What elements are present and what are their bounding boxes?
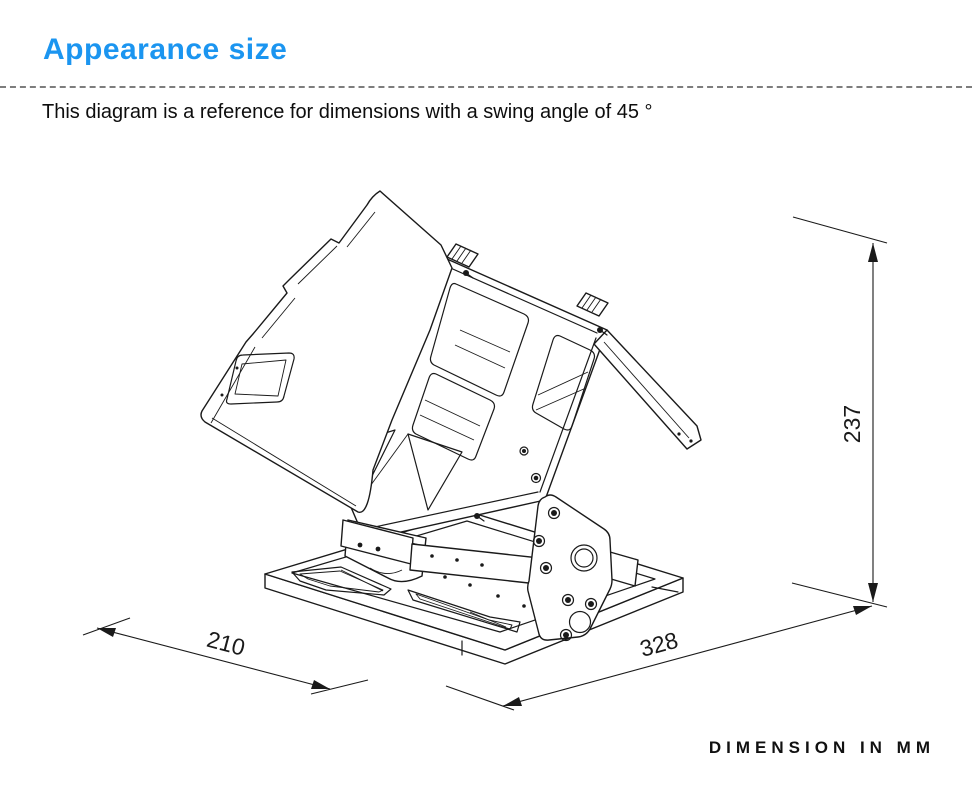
page-title: Appearance size	[43, 33, 288, 66]
units-note: DIMENSION IN MM	[708, 738, 935, 757]
dimension-label-width: 328	[637, 627, 681, 662]
diagram-description: This diagram is a reference for dimensio…	[42, 101, 653, 123]
pivot-bracket	[526, 494, 613, 642]
base-plate	[264, 511, 684, 665]
machine-isometric-view	[200, 190, 702, 665]
dimension-label-depth: 210	[204, 626, 248, 661]
dimension-label-height: 237	[839, 405, 865, 443]
left-plate	[200, 190, 453, 513]
clamp-knobs	[446, 243, 609, 522]
swing-arm	[593, 329, 702, 450]
dimension-height: 237	[791, 216, 888, 608]
dimension-depth: 210	[82, 617, 369, 695]
dashed-divider	[0, 86, 972, 88]
